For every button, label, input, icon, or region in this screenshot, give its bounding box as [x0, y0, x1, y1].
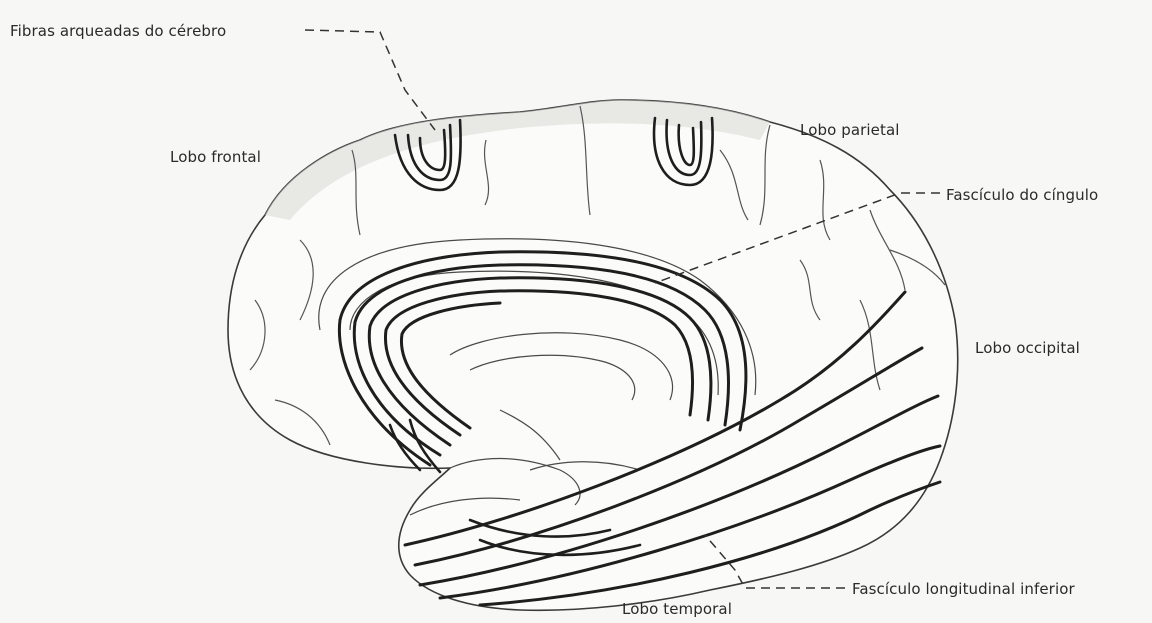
label-lobo-frontal: Lobo frontal: [170, 148, 261, 166]
leader-fibras-arqueadas: [305, 30, 435, 130]
label-lobo-temporal: Lobo temporal: [622, 600, 732, 618]
label-fibras-arqueadas: Fibras arqueadas do cérebro: [10, 22, 226, 40]
label-fasciculo-cingulo: Fascículo do cíngulo: [946, 186, 1098, 204]
label-lobo-parietal: Lobo parietal: [800, 121, 900, 139]
label-lobo-occipital: Lobo occipital: [975, 339, 1080, 357]
label-fasciculo-longitudinal: Fascículo longitudinal inferior: [852, 580, 1075, 598]
